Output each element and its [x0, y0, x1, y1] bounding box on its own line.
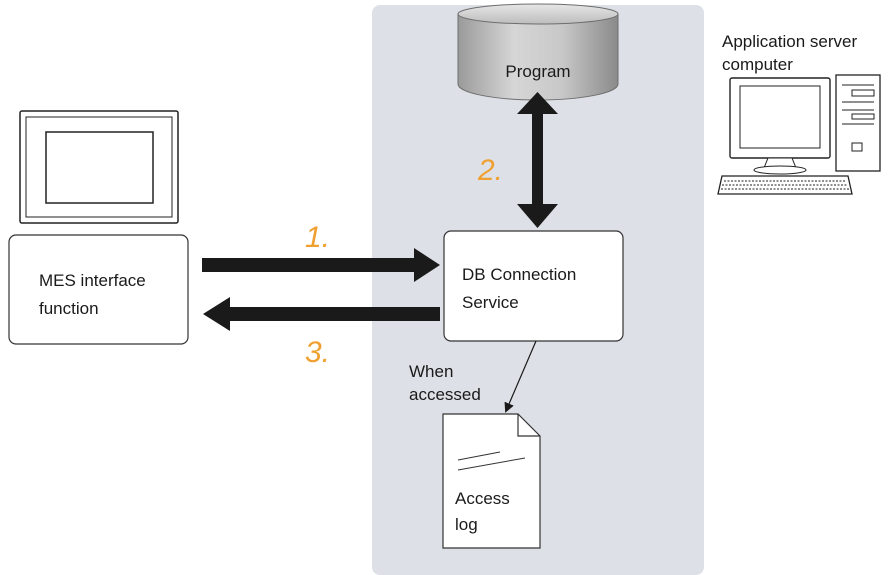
step-1-label: 1. [305, 221, 330, 254]
step3-arrow [203, 297, 440, 331]
access-note-line2: accessed [409, 385, 481, 404]
access-log-document: Access log [442, 413, 541, 549]
step-3-label: 3. [305, 336, 330, 369]
db-service-label-line1: DB Connection [462, 265, 576, 284]
step2-arrow [517, 92, 558, 228]
mes-label-line1: MES interface [39, 271, 146, 290]
db-service-label-line2: Service [462, 293, 519, 312]
touch-panel-icon [19, 110, 179, 224]
step1-arrow [202, 248, 440, 282]
access-note-line1: When [409, 362, 453, 381]
mes-label-line2: function [39, 299, 99, 318]
app-server-label-line2: computer [722, 55, 793, 74]
desktop-computer-icon [717, 74, 881, 195]
access-log-arrow [504, 340, 537, 413]
app-server-label-line1: Application server [722, 32, 857, 51]
access-log-label-line2: log [455, 515, 478, 534]
database-cylinder: Program [457, 3, 619, 101]
access-log-label-line1: Access [455, 489, 510, 508]
step-2-label: 2. [477, 154, 503, 187]
db-connection-service-box [443, 230, 624, 342]
mes-interface-box [8, 234, 189, 345]
database-label: Program [505, 62, 570, 81]
